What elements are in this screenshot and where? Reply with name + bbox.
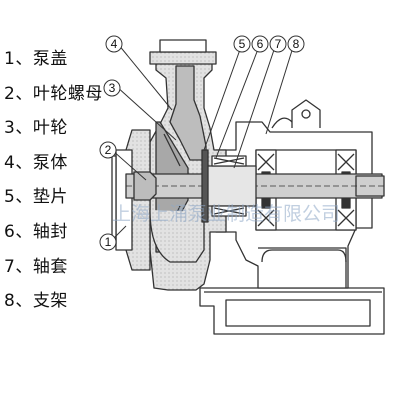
body-lower <box>149 209 205 263</box>
callout-1-label: 1 <box>105 235 112 249</box>
callout-7-label: 7 <box>275 37 282 51</box>
base-slot <box>225 299 371 327</box>
callout-3-label: 3 <box>109 81 116 95</box>
callout-2 <box>99 141 117 159</box>
bracket-lug-hole <box>301 109 311 119</box>
impeller-nut <box>133 171 157 201</box>
legend-item-5: 5、垫片 <box>4 187 68 208</box>
shaft-sleeve <box>205 165 257 207</box>
callout-4-label: 4 <box>111 37 118 51</box>
legend-item-4: 4、泵体 <box>4 152 68 173</box>
outlet-flange <box>149 51 217 65</box>
watermark-text: 上海上涌泵业制造有限公司 <box>112 203 340 225</box>
callout-8-label: 8 <box>293 37 300 51</box>
callout-5-label: 5 <box>239 37 246 51</box>
parts-legend: 1、泵盖 2、叶轮螺母 3、叶轮 4、泵体 5、垫片 6、轴封 7、轴套 8、支… <box>4 42 104 319</box>
callout-1 <box>99 233 117 251</box>
bracket-foot-inner <box>261 249 347 263</box>
callout-6-label: 6 <box>257 37 264 51</box>
gasket <box>201 149 209 223</box>
callout-3 <box>103 79 121 97</box>
callout-5 <box>233 35 251 53</box>
callout-4 <box>105 35 123 53</box>
legend-item-6: 6、轴封 <box>4 221 68 242</box>
bracket-foot-rib <box>258 247 347 288</box>
legend-item-7: 7、轴套 <box>4 256 68 277</box>
legend-item-8: 8、支架 <box>4 291 68 312</box>
callout-2-label: 2 <box>105 143 112 157</box>
callout-7 <box>269 35 287 53</box>
callout-8 <box>287 35 305 53</box>
legend-item-1: 1、泵盖 <box>4 49 68 69</box>
legend-item-2: 2、叶轮螺母 <box>4 83 103 104</box>
legend-item-3: 3、叶轮 <box>4 118 68 139</box>
callout-6 <box>251 35 269 53</box>
shaft-seal <box>211 155 247 217</box>
